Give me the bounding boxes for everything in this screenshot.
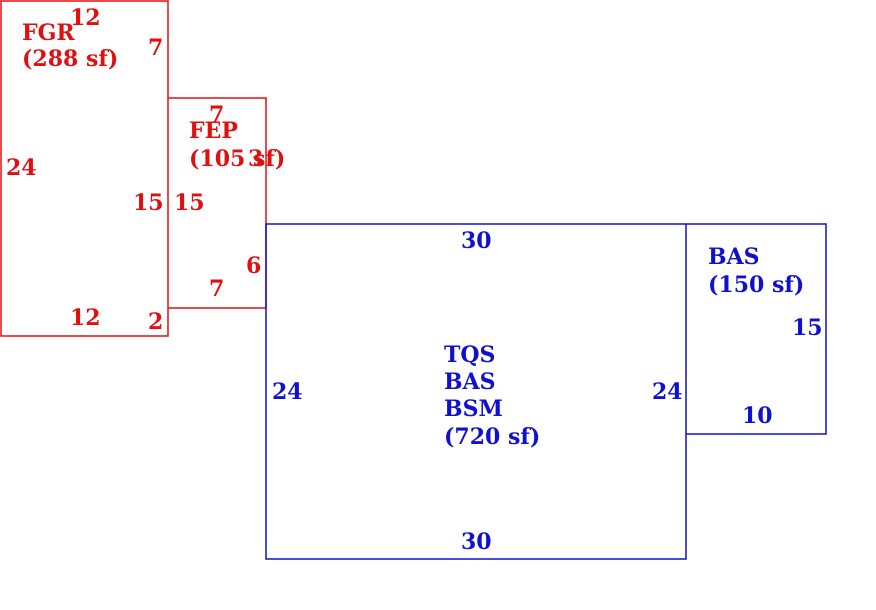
fep-dim-right: 6 — [246, 253, 261, 279]
fgr-dim-right-mid: 15 — [133, 190, 164, 216]
fep-dim-top-right: 3 — [248, 146, 263, 172]
fep-dim-top: 7 — [209, 102, 224, 128]
fep-sf-label: (105 sf) — [189, 146, 285, 172]
main-dim-right: 24 — [652, 379, 683, 405]
fep-code-label: FEP — [189, 118, 238, 144]
fgr-dim-left: 24 — [6, 155, 37, 181]
fgr-code-label: FGR — [22, 20, 75, 46]
bas-outline — [686, 223, 827, 435]
fgr-dim-bottom: 12 — [70, 305, 101, 331]
fgr-dim-bottom-right: 2 — [148, 309, 163, 335]
fep-dim-bottom: 7 — [209, 276, 224, 302]
fgr-dim-top: 12 — [70, 5, 101, 31]
main-area-sf-label: (720 sf) — [444, 424, 540, 450]
bas-dim-right: 15 — [792, 315, 823, 341]
fgr-sf-label: (288 sf) — [22, 46, 118, 72]
main-dim-bottom: 30 — [461, 529, 492, 555]
main-area-code-3: BSM — [444, 396, 503, 422]
fgr-dim-right-top: 7 — [148, 35, 163, 61]
bas-sf-label: (150 sf) — [708, 272, 804, 298]
main-dim-top: 30 — [461, 228, 492, 254]
bas-code-label: BAS — [708, 244, 760, 270]
main-dim-left: 24 — [272, 379, 303, 405]
fgr-outline — [0, 0, 169, 337]
fep-dim-left: 15 — [174, 190, 205, 216]
bas-dim-bottom: 10 — [742, 403, 773, 429]
fep-outline — [168, 97, 267, 309]
main-area-code-2: BAS — [444, 369, 496, 395]
main-area-code-1: TQS — [444, 342, 495, 368]
main-area-outline — [265, 223, 687, 560]
